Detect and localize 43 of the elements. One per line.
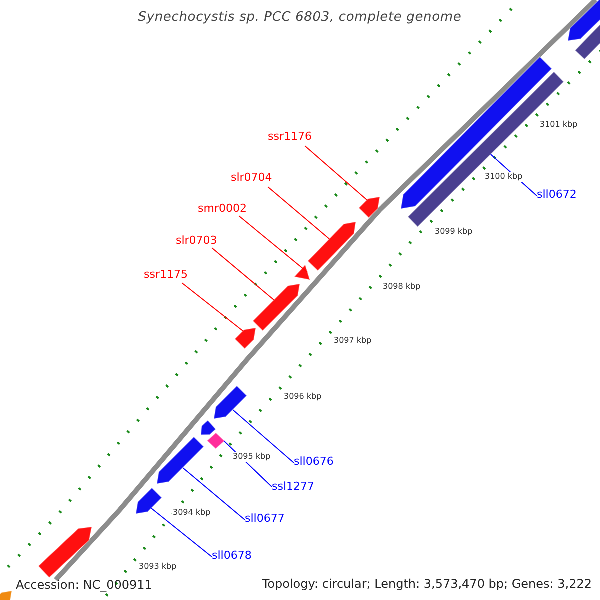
gene-label: sll0678 xyxy=(212,549,252,563)
gene-label: sll0677 xyxy=(245,512,285,526)
leader-line xyxy=(268,186,330,240)
leader-line xyxy=(150,508,212,558)
gene-block xyxy=(294,264,311,281)
position-label: 3094 kbp xyxy=(172,508,212,518)
accession-text: Accession: NC_000911 xyxy=(16,577,152,594)
position-label: 3093 kbp xyxy=(138,562,178,572)
gene-block xyxy=(567,0,600,42)
leader-line xyxy=(182,467,246,520)
leader-line xyxy=(232,409,294,464)
gene-block xyxy=(38,526,93,578)
leader-line xyxy=(304,146,368,201)
position-label: 3095 kbp xyxy=(232,452,272,462)
gene-block xyxy=(135,487,163,515)
gene-label: ssl1277 xyxy=(272,480,315,494)
leader-line xyxy=(182,282,244,332)
position-label: 3099 kbp xyxy=(434,227,474,237)
leader-line xyxy=(238,216,308,273)
gene-block xyxy=(0,590,13,600)
gene-block xyxy=(307,221,357,272)
gene-marker xyxy=(206,432,226,450)
gene-block xyxy=(234,327,257,350)
map-title: Synechocystis sp. PCC 6803, complete genome xyxy=(137,9,463,27)
gene-label: ssr1176 xyxy=(268,130,312,144)
gene-block xyxy=(213,385,248,420)
gene-label: slr0704 xyxy=(231,171,272,185)
position-label: 3100 kbp xyxy=(484,172,524,182)
gene-block xyxy=(200,420,217,436)
position-label: 3101 kbp xyxy=(539,120,579,130)
position-label: 3098 kbp xyxy=(382,282,422,292)
leader-line xyxy=(212,248,275,301)
gene-label: smr0002 xyxy=(198,202,247,216)
genome-info-text: Topology: circular; Length: 3,573,470 bp; Genes: 3,222 xyxy=(262,576,592,593)
gene-label: ssr1175 xyxy=(144,268,188,282)
gene-block xyxy=(252,283,301,332)
gene-block xyxy=(156,436,205,485)
position-label: 3096 kbp xyxy=(283,392,323,402)
gene-label: slr0703 xyxy=(176,234,218,248)
gene-label: sll0672 xyxy=(537,188,577,202)
gene-label: sll0676 xyxy=(294,455,334,469)
position-label: 3097 kbp xyxy=(333,336,373,346)
gene-block xyxy=(358,196,381,219)
